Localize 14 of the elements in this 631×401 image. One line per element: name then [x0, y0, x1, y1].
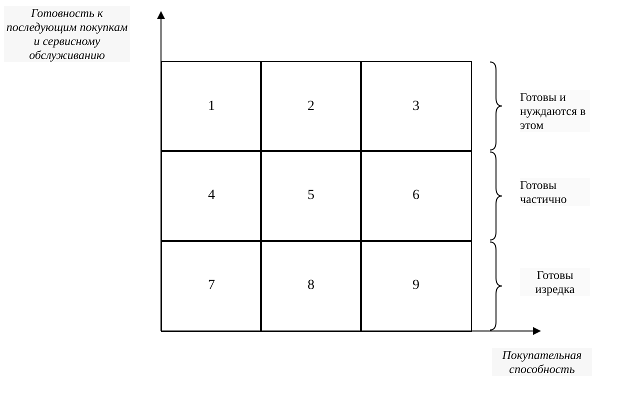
matrix-cell: 1: [161, 61, 262, 152]
matrix-cell: 7: [161, 240, 262, 332]
matrix-cell: 9: [360, 240, 472, 332]
axis-title: Покупательная способность: [492, 348, 592, 376]
row-label: Готовы частично: [520, 178, 590, 206]
axis-title: Готовность к последующим покупкам и сервисному обслуживанию: [4, 6, 130, 62]
row-label: Готовы изредка: [520, 268, 590, 296]
matrix-cell: 6: [360, 150, 472, 242]
matrix-cell: 8: [260, 240, 362, 332]
matrix-cell: 5: [260, 150, 362, 242]
matrix-cell: 3: [360, 61, 472, 152]
row-label: Готовы и нуждаются в этом: [520, 90, 590, 132]
matrix-cell: 2: [260, 61, 362, 152]
matrix-cell: 4: [161, 150, 262, 242]
